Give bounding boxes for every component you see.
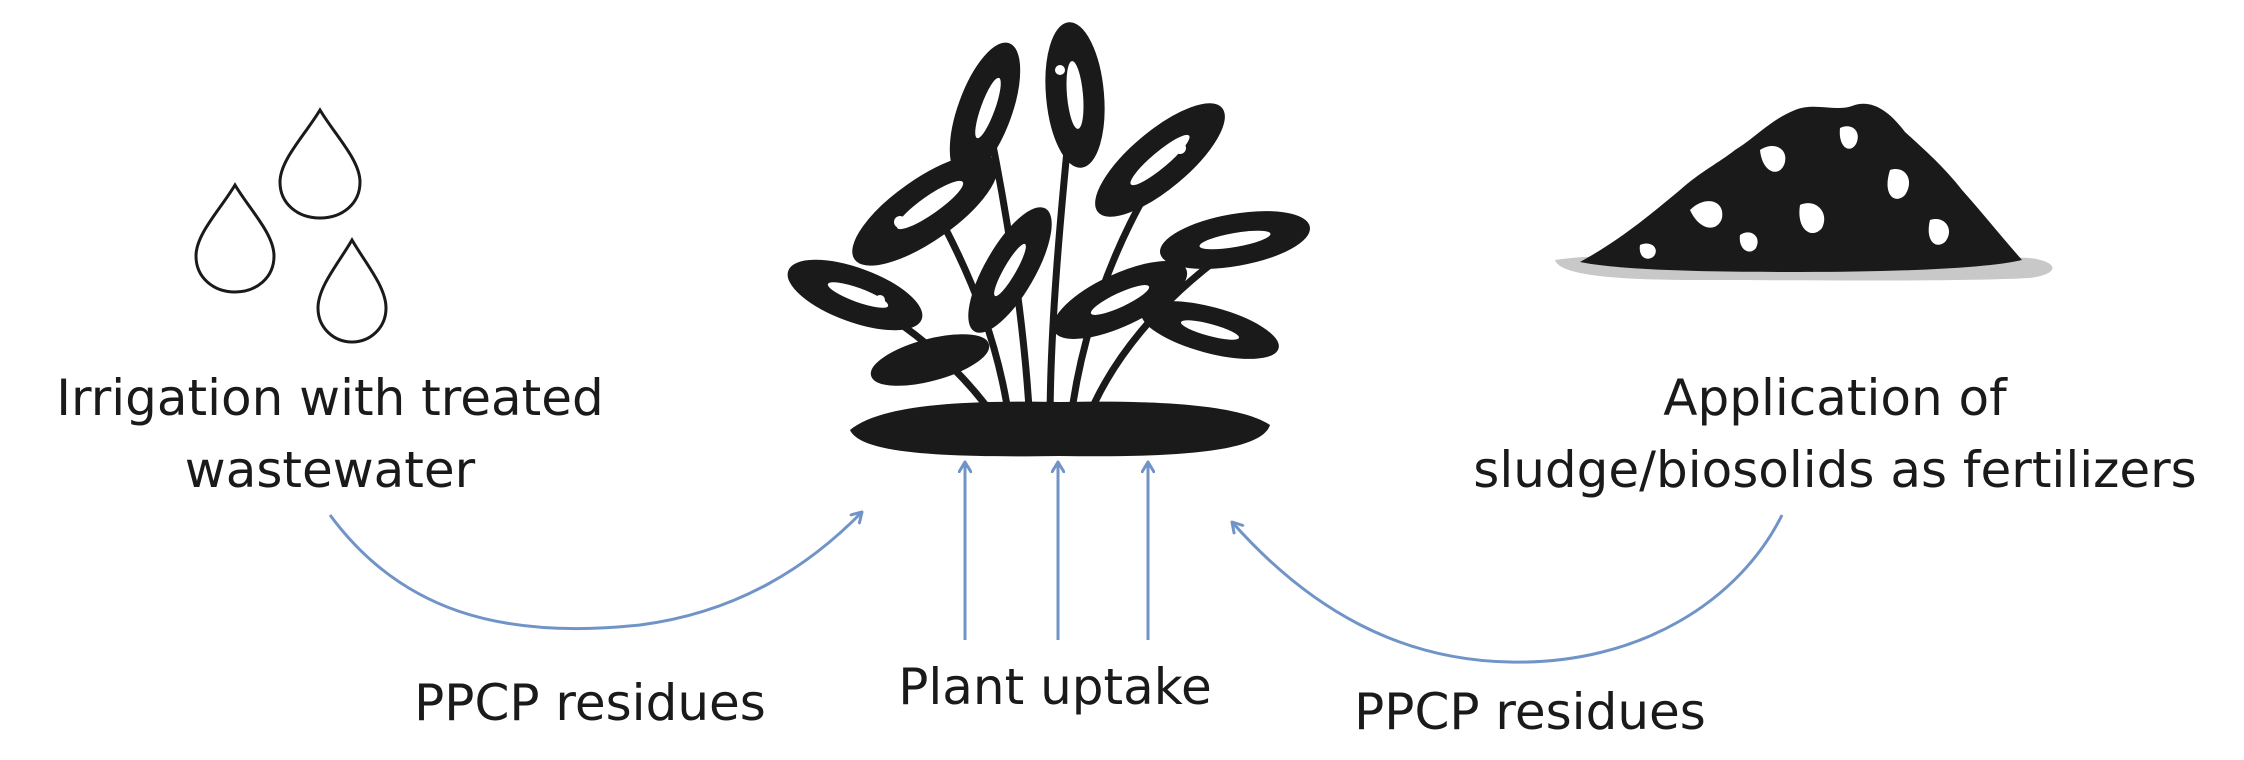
ppcp-flow-right-arrow bbox=[1232, 514, 1784, 664]
water-drop-icon bbox=[194, 182, 276, 294]
plant-icon bbox=[787, 22, 1310, 457]
irrigation-label-line1: Irrigation with treated bbox=[56, 369, 604, 427]
plant-leaf-highlights bbox=[827, 61, 1271, 340]
biosolids-label-line2: sludge/biosolids as fertilizers bbox=[1473, 441, 2197, 499]
arrows bbox=[328, 462, 1784, 664]
ppcp-residues-left-label: PPCP residues bbox=[414, 674, 766, 732]
soil-pile-body bbox=[1580, 103, 2022, 272]
ppcp-flow-left-arrow bbox=[328, 512, 862, 631]
plant-ground-shadow bbox=[850, 401, 1270, 457]
water-drop-icon bbox=[316, 237, 388, 344]
water-drop-icon bbox=[278, 107, 362, 220]
irrigation-label-line2: wastewater bbox=[184, 441, 476, 499]
ppcp-residues-right-label: PPCP residues bbox=[1354, 683, 1706, 741]
soil-pile-highlights bbox=[1639, 126, 1950, 259]
soil-pile-icon bbox=[1555, 103, 2053, 281]
plant-uptake-label: Plant uptake bbox=[898, 658, 1212, 716]
water-drops-icon bbox=[194, 107, 388, 344]
biosolids-label-line1: Application of bbox=[1663, 369, 2007, 427]
